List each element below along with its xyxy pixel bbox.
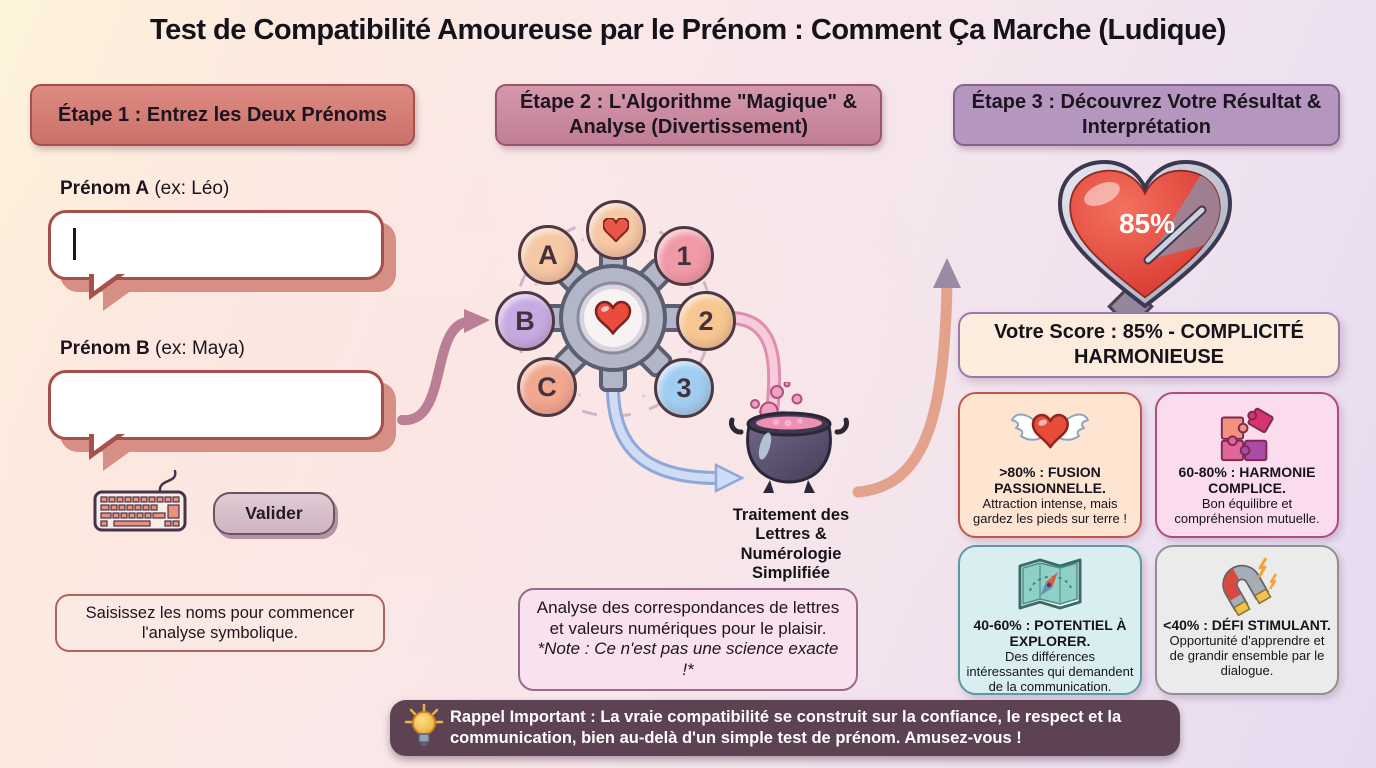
disclaimer-text: *Note : Ce n'est pas une science exacte … [537,639,839,680]
letter-node-a: A [518,225,578,285]
letter-node-b: B [495,291,555,351]
number-node-1: 1 [654,226,714,286]
lightbulb-icon [404,704,444,746]
footer-reminder-text: Rappel Important : La vraie compatibilit… [450,708,1122,747]
prenom-a-label: Prénom A (ex: Léo) [60,178,230,199]
lightning-icon [1268,573,1278,590]
result-description: Bon équilibre et compréhension mutuelle. [1174,496,1320,527]
heart-icon [603,218,629,242]
result-title: 60-80% : HARMONIE COMPLICE. [1178,464,1316,497]
lightning-icon [1257,557,1268,578]
letter-node-c: C [517,357,577,417]
cauldron-icon [729,382,849,493]
step2-header: Étape 2 : L'Algorithme "Magique" & Analy… [495,84,882,146]
puzzle-icon [1220,407,1274,462]
result-title: <40% : DÉFI STIMULANT. [1163,617,1331,633]
result-description: Des différences intéressantes qui demand… [966,649,1134,695]
valider-button[interactable]: Valider [213,492,335,535]
score-value: 85% [1119,208,1175,239]
prenom-a-input[interactable] [48,210,384,311]
page-title: Test de Compatibilité Amoureuse par le P… [150,14,1226,46]
prenom-b-label: Prénom B (ex: Maya) [60,338,245,359]
step1-header: Étape 1 : Entrez les Deux Prénoms [30,84,415,146]
result-description: Opportunité d'apprendre et de grandir en… [1169,633,1325,678]
map-compass-icon [1018,558,1082,610]
step2-note: Analyse des correspondances de lettres e… [518,588,858,691]
step1-note: Saisissez les noms pour commencer l'anal… [55,594,385,653]
arrow-step1-to-step2 [397,309,490,426]
keyboard-icon [93,469,187,532]
winged-heart-icon [1011,413,1089,449]
result-box-fusion: >80% : FUSION PASSIONNELLE. Attraction i… [958,392,1142,538]
number-node-3: 3 [654,358,714,418]
result-box-harmonie: 60-80% : HARMONIE COMPLICE. Bon équilibr… [1155,392,1339,538]
arrow-cauldron-to-step3 [852,258,961,498]
result-box-potentiel: 40-60% : POTENTIEL À EXPLORER. Des diffé… [958,545,1142,695]
heart-gauge: 85% [1057,159,1233,309]
prenom-b-input[interactable] [48,370,384,471]
result-box-defi: <40% : DÉFI STIMULANT. Opportunité d'app… [1155,545,1339,695]
process-caption: Traitement des Lettres & Numérologie Sim… [732,506,850,583]
text-cursor [73,228,76,260]
result-title: 40-60% : POTENTIEL À EXPLORER. [973,617,1127,650]
result-title: >80% : FUSION PASSIONNELLE. [994,464,1106,497]
magnet-icon [1222,557,1278,616]
score-box: Votre Score : 85% - COMPLICITÉ HARMONIEU… [958,312,1340,378]
heart-node [586,200,646,260]
footer-reminder: Rappel Important : La vraie compatibilit… [390,700,1180,756]
step3-header: Étape 3 : Découvrez Votre Résultat & Int… [953,84,1340,146]
result-description: Attraction intense, mais gardez les pied… [973,496,1127,527]
number-node-2: 2 [676,291,736,351]
